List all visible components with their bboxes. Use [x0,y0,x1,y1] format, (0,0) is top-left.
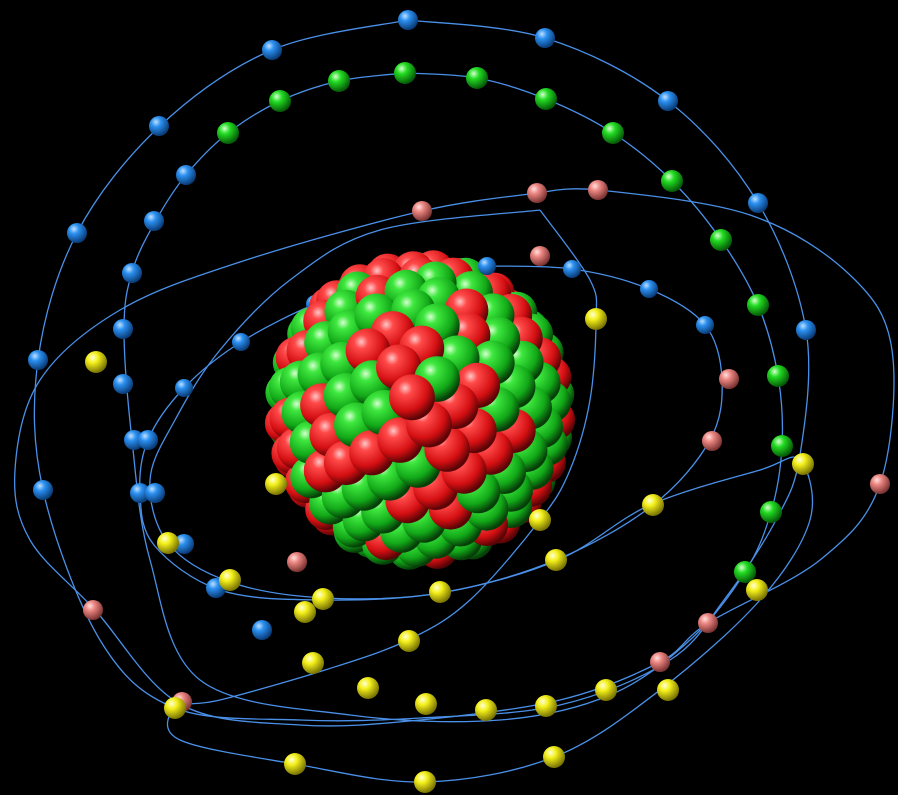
green-shell-electron [602,122,624,144]
outer-blue-shell-electron [252,620,272,640]
yellow-shell-electron [657,679,679,701]
yellow-shell-electron [585,308,607,330]
yellow-shell-electron [164,697,186,719]
green-shell-electron [710,229,732,251]
proton-sphere [389,374,435,421]
yellow-shell-electron [85,351,107,373]
green-shell-electron [771,435,793,457]
yellow-shell-electron [284,753,306,775]
inner-blue-shell-electron [640,280,658,298]
green-shell-electron [217,122,239,144]
nucleus [264,250,576,570]
outer-blue-shell-electron [149,116,169,136]
outer-blue-shell-electron [113,374,133,394]
inner-blue-shell-electron [696,316,714,334]
electrons-in-front [28,10,890,793]
green-shell-electron [734,561,756,583]
outer-blue-shell-electron [535,28,555,48]
outer-blue-shell-electron [398,10,418,30]
pink-shell-electron [702,431,722,451]
pink-shell-electron [83,600,103,620]
green-shell-electron [328,70,350,92]
yellow-shell-orbit [149,209,814,783]
yellow-shell-electron [294,601,316,623]
yellow-shell-electron [415,693,437,715]
outer-blue-shell-electron [145,483,165,503]
yellow-shell-electron [414,771,436,793]
green-shell-electron [767,365,789,387]
yellow-shell-electron [157,532,179,554]
yellow-shell-electron [792,453,814,475]
inner-blue-shell-electron [478,257,496,275]
outer-blue-shell-electron [748,193,768,213]
outer-blue-shell-electron [28,350,48,370]
green-shell-electron [747,294,769,316]
outer-blue-shell-electron [176,165,196,185]
pink-shell-electron [719,369,739,389]
inner-blue-shell-electron [232,333,250,351]
green-shell-electron [760,501,782,523]
inner-blue-shell-electron [563,260,581,278]
yellow-shell-electron [746,579,768,601]
green-shell-orbit [123,72,784,723]
yellow-shell-electron [429,581,451,603]
outer-blue-shell-electron [144,211,164,231]
pink-shell-electron [588,180,608,200]
outer-blue-shell-electron [262,40,282,60]
outer-blue-shell-electron [122,263,142,283]
outer-blue-shell-electron [67,223,87,243]
outer-blue-shell-electron [113,319,133,339]
pink-shell-electron [650,652,670,672]
yellow-shell-electron [302,652,324,674]
green-shell-electron [394,62,416,84]
inner-blue-shell-electron [175,379,193,397]
green-shell-electron [535,88,557,110]
pink-shell-orbit [13,188,895,727]
outer-blue-shell-electron [130,483,150,503]
yellow-shell-electron [265,473,287,495]
outer-blue-shell-electron [174,534,194,554]
green-shell-electron [466,67,488,89]
green-shell-electron [661,170,683,192]
yellow-shell-electron [312,588,334,610]
yellow-shell-electron [642,494,664,516]
pink-shell-electron [412,201,432,221]
yellow-shell-electron [398,630,420,652]
yellow-shell-electron [543,746,565,768]
pink-shell-electron [698,613,718,633]
yellow-shell-electron [595,679,617,701]
pink-shell-electron [287,552,307,572]
pink-shell-electron [527,183,547,203]
yellow-shell-electron [475,699,497,721]
yellow-shell-electron [219,569,241,591]
outer-blue-shell-electron [33,480,53,500]
yellow-shell-electron [357,677,379,699]
yellow-shell-electron [545,549,567,571]
yellow-shell-electron [529,509,551,531]
outer-blue-shell-electron [796,320,816,340]
pink-shell-electron [530,246,550,266]
yellow-shell-electron [535,695,557,717]
green-shell-electron [269,90,291,112]
outer-blue-shell-electron [658,91,678,111]
pink-shell-electron [870,474,890,494]
outer-blue-shell-electron [138,430,158,450]
outer-blue-shell-electron [124,430,144,450]
